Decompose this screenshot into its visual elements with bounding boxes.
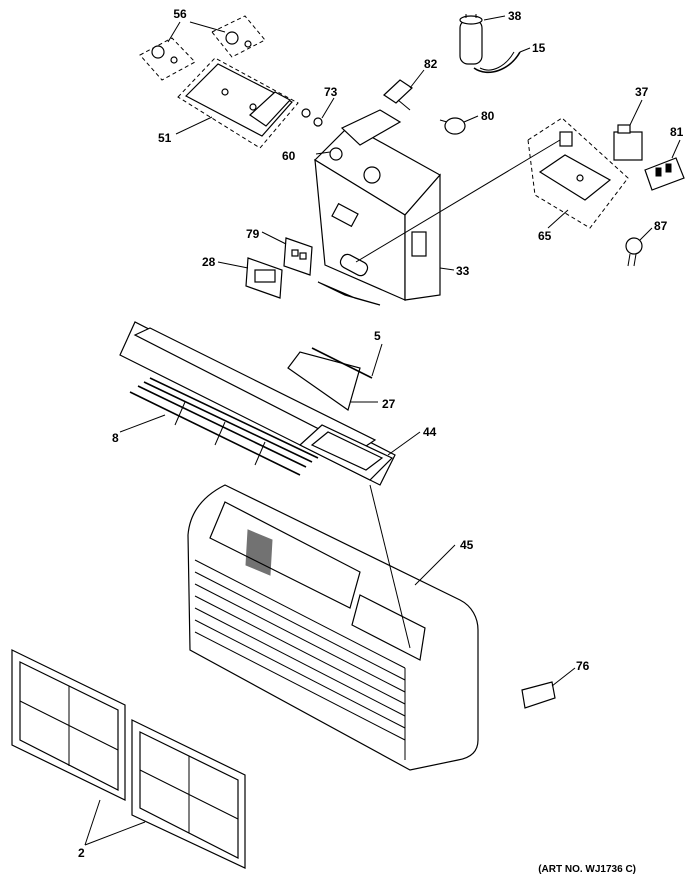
label-8: 8 <box>112 431 119 445</box>
label-5: 5 <box>374 329 381 343</box>
art-number: (ART NO. WJ1736 C) <box>538 864 636 875</box>
label-2: 2 <box>78 846 85 860</box>
part-37-relay <box>613 99 643 161</box>
part-56-knobs <box>139 15 266 81</box>
label-82: 82 <box>424 57 438 71</box>
part-80-thermostat <box>439 115 479 135</box>
label-65: 65 <box>538 229 552 243</box>
label-79: 79 <box>246 227 260 241</box>
label-45: 45 <box>460 538 474 552</box>
part-87-sensor <box>625 227 653 267</box>
label-44: 44 <box>423 425 437 439</box>
part-73-screws <box>301 97 335 127</box>
label-73: 73 <box>324 85 338 99</box>
part-51-control-panel <box>175 57 299 149</box>
label-87: 87 <box>654 219 668 233</box>
label-56: 56 <box>173 7 187 21</box>
part-81-terminal-block <box>644 139 685 191</box>
part-79-terminal <box>261 231 313 276</box>
label-51: 51 <box>158 131 172 145</box>
label-80: 80 <box>481 109 495 123</box>
label-28: 28 <box>202 255 216 269</box>
label-76: 76 <box>576 659 590 673</box>
label-33: 33 <box>456 264 470 278</box>
part-8-louver <box>119 377 319 476</box>
part-38-capacitor <box>459 14 531 74</box>
label-37: 37 <box>635 85 649 99</box>
label-81: 81 <box>670 125 684 139</box>
label-27: 27 <box>382 397 396 411</box>
part-76-clip <box>521 667 576 709</box>
callout-labels: 56 38 15 82 73 80 51 60 37 81 65 87 79 2… <box>78 7 684 860</box>
part-33-control-box <box>314 109 455 306</box>
part-45-front-cover <box>187 484 479 771</box>
label-38: 38 <box>508 9 522 23</box>
label-60: 60 <box>282 149 296 163</box>
part-top-grille-assembly <box>119 321 421 486</box>
part-28-plate <box>217 257 283 299</box>
part-82-bracket <box>383 69 425 111</box>
part-2-filters <box>11 649 246 869</box>
part-65-circuit-board <box>355 117 629 263</box>
label-15: 15 <box>532 41 546 55</box>
